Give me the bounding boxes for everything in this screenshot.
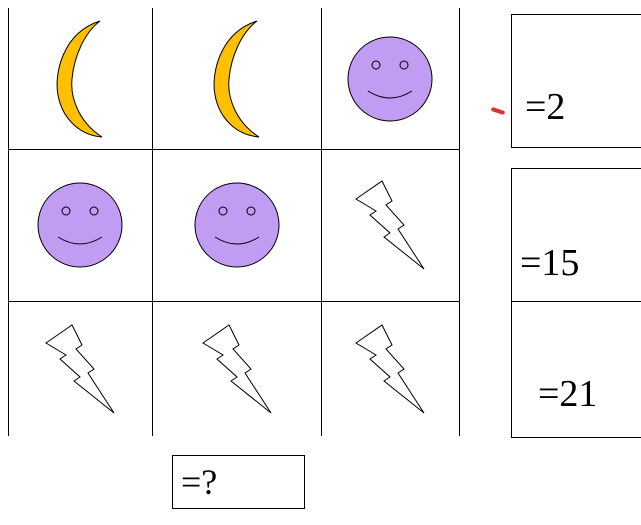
cell-r3-c2	[152, 301, 321, 436]
grid-line-h2	[8, 301, 459, 302]
cell-r1-c2	[152, 8, 321, 149]
smiley-face-icon	[194, 182, 279, 268]
grid-line-v1	[8, 8, 9, 436]
result-box-row1	[511, 14, 641, 148]
smiley-face-icon	[37, 182, 123, 268]
cell-r1-c3	[321, 8, 459, 149]
cell-r3-c3	[321, 301, 459, 436]
cell-r2-c3	[321, 149, 459, 301]
lightning-bolt-icon	[45, 323, 115, 413]
grid-line-v4	[459, 8, 460, 436]
result-box-row3	[511, 301, 641, 438]
result-row2: =15	[520, 242, 580, 284]
result-row1: =2	[525, 86, 566, 128]
cell-r2-c2	[152, 149, 321, 301]
cell-r2-c1	[8, 149, 152, 301]
crescent-moon-icon	[56, 20, 103, 137]
cell-r3-c1	[8, 301, 152, 436]
question-text: =?	[181, 462, 218, 502]
smiley-face-icon	[347, 36, 433, 121]
grid-line-h1	[8, 149, 459, 150]
grid-line-v3	[321, 8, 322, 436]
lightning-bolt-icon	[201, 323, 271, 413]
cell-r1-c1	[8, 8, 152, 149]
crescent-moon-icon	[213, 20, 259, 137]
result-row3: =21	[538, 373, 598, 415]
lightning-bolt-icon	[355, 323, 425, 413]
grid-line-v2	[152, 8, 153, 436]
lightning-bolt-icon	[355, 180, 425, 270]
question-box: =?	[172, 455, 305, 509]
